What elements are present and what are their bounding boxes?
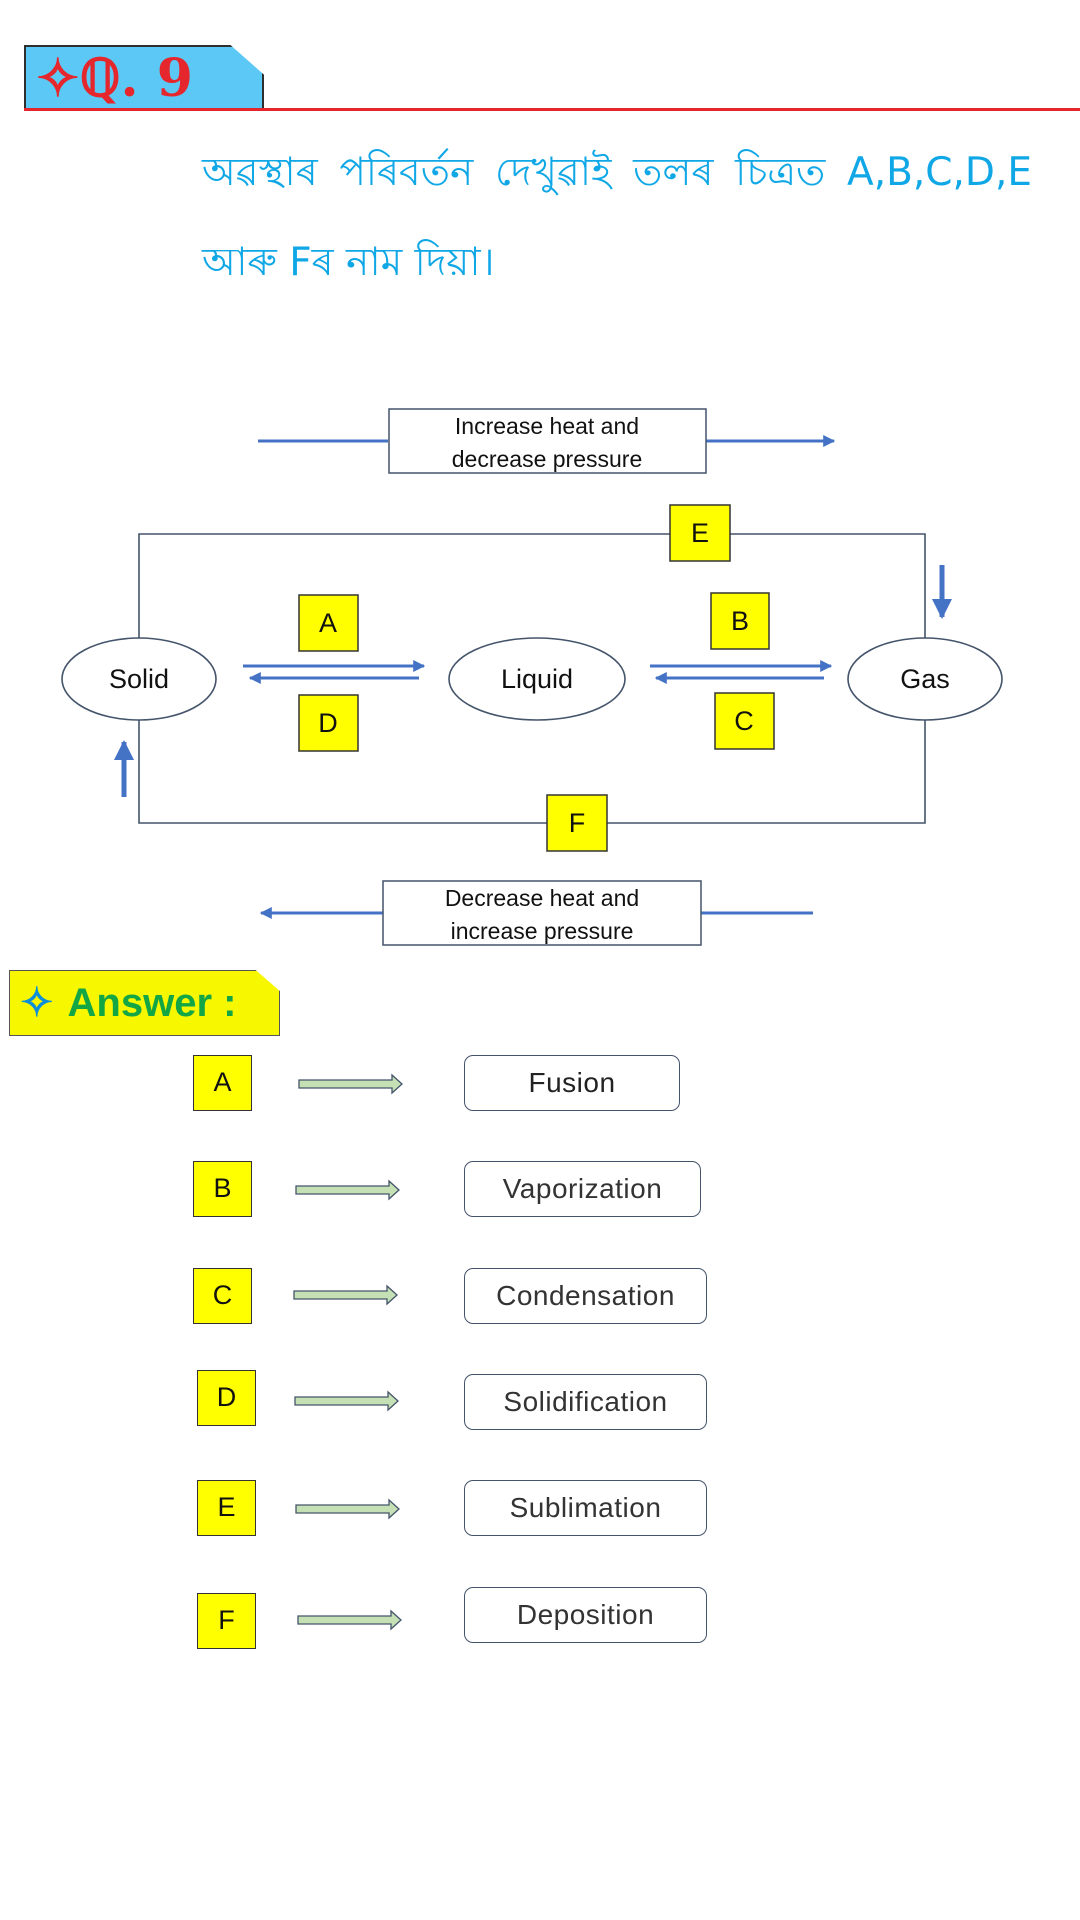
liquid-label: Liquid <box>501 664 573 694</box>
star-icon: ✧ <box>20 981 54 1025</box>
right-arrow-icon <box>297 1609 402 1631</box>
sublimation-path <box>138 533 926 646</box>
answer-letter-a: A <box>193 1055 252 1111</box>
answer-letter-f: F <box>197 1593 256 1649</box>
answer-term-vaporization: Vaporization <box>464 1161 701 1217</box>
right-arrow-icon <box>295 1179 400 1201</box>
deposition-path <box>138 712 926 824</box>
right-arrow-icon <box>293 1284 398 1306</box>
label-a-box <box>298 594 359 652</box>
label-b-box <box>710 592 770 650</box>
gas-state-ellipse <box>847 637 1003 721</box>
answer-letter-b: B <box>193 1161 252 1217</box>
question-text: অৱস্থাৰ পৰিবৰ্তন দেখুৱাই তলৰ চিত্ৰত A,B,… <box>202 150 1032 285</box>
label-d: D <box>318 708 338 738</box>
answer-term-deposition: Deposition <box>464 1587 707 1643</box>
bottom-note-line-1: Decrease heat and <box>445 885 639 911</box>
answer-heading: ✧ Answer : <box>20 970 236 1036</box>
top-note-line-1: Increase heat and <box>455 413 639 439</box>
answer-term-fusion: Fusion <box>464 1055 680 1111</box>
right-arrow-icon <box>295 1498 400 1520</box>
answer-letter-c: C <box>193 1268 252 1324</box>
answer-tab <box>9 970 280 1036</box>
gas-label: Gas <box>900 664 950 694</box>
answer-term-condensation: Condensation <box>464 1268 707 1324</box>
solid-label: Solid <box>109 664 169 694</box>
answer-letter-d: D <box>197 1370 256 1426</box>
label-b: B <box>731 606 749 636</box>
right-arrow-icon <box>298 1073 403 1095</box>
liquid-state-ellipse <box>448 637 626 721</box>
answer-term-solidification: Solidification <box>464 1374 707 1430</box>
question-tab <box>24 45 264 111</box>
label-d-box <box>298 694 359 752</box>
question-number: ✧ℚ. 9 <box>36 48 193 109</box>
label-c-box <box>714 692 775 750</box>
label-e: E <box>691 518 709 548</box>
bottom-note-line-2: increase pressure <box>451 918 634 944</box>
bottom-note-box <box>382 880 702 946</box>
header-divider <box>24 108 1080 111</box>
right-arrow-icon <box>294 1390 399 1412</box>
label-c: C <box>734 706 754 736</box>
state-change-diagram: Increase heat and decrease pressure E F … <box>61 408 1003 946</box>
answer-heading-label: Answer : <box>67 981 237 1025</box>
answer-term-sublimation: Sublimation <box>464 1480 707 1536</box>
label-e-box <box>669 504 731 562</box>
answer-letter-e: E <box>197 1480 256 1536</box>
top-note-box <box>388 408 707 474</box>
top-note-line-2: decrease pressure <box>452 446 643 472</box>
solid-state-ellipse <box>61 637 217 721</box>
label-f-box <box>546 794 608 852</box>
label-a: A <box>319 608 337 638</box>
label-f: F <box>569 808 586 838</box>
